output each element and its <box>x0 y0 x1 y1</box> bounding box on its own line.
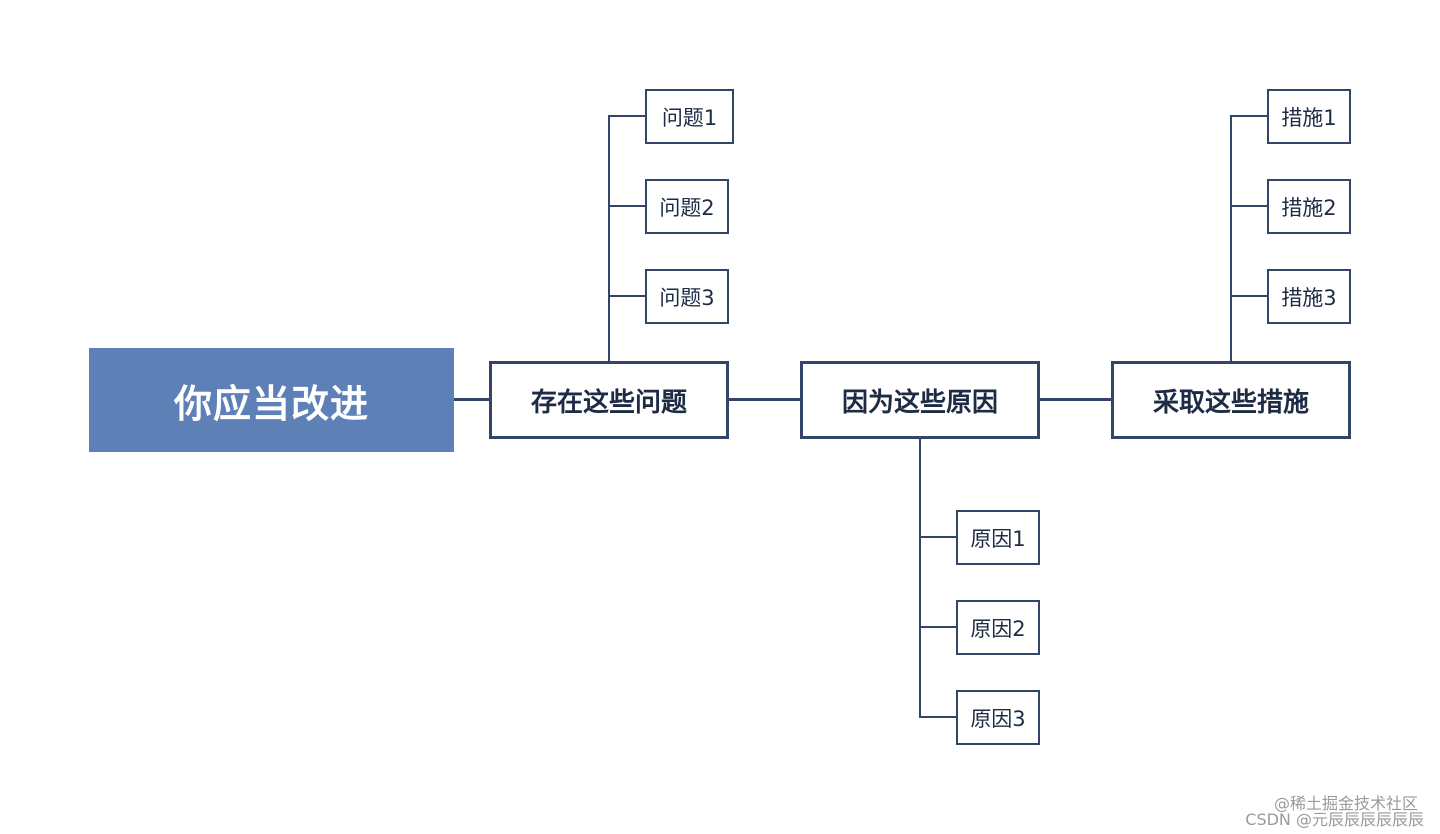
connector-branch3-child2 <box>1230 205 1268 207</box>
connector-branch1-branch2 <box>729 398 801 401</box>
leaf-measure-3[interactable]: 措施3 <box>1267 269 1351 324</box>
branch-causes[interactable]: 因为这些原因 <box>800 361 1040 439</box>
leaf-problem-3[interactable]: 问题3 <box>645 269 729 324</box>
leaf-problem-2[interactable]: 问题2 <box>645 179 729 234</box>
branch-measures[interactable]: 采取这些措施 <box>1111 361 1351 439</box>
connector-branch2-branch3 <box>1040 398 1112 401</box>
connector-branch3-trunk <box>1230 115 1232 361</box>
leaf-cause-3[interactable]: 原因3 <box>956 690 1040 745</box>
leaf-measure-1[interactable]: 措施1 <box>1267 89 1351 144</box>
connector-branch3-child3 <box>1230 295 1268 297</box>
connector-branch1-child3 <box>608 295 646 297</box>
leaf-measure-2[interactable]: 措施2 <box>1267 179 1351 234</box>
connector-branch3-child1 <box>1230 115 1268 117</box>
connector-branch2-child1 <box>919 536 957 538</box>
connector-branch1-child1 <box>608 115 646 117</box>
connector-root-branch1 <box>454 398 490 401</box>
connector-branch2-child3 <box>919 716 957 718</box>
leaf-cause-2[interactable]: 原因2 <box>956 600 1040 655</box>
connector-branch2-child2 <box>919 626 957 628</box>
connector-branch1-child2 <box>608 205 646 207</box>
leaf-problem-1[interactable]: 问题1 <box>645 89 734 144</box>
leaf-cause-1[interactable]: 原因1 <box>956 510 1040 565</box>
root-node[interactable]: 你应当改进 <box>89 348 454 452</box>
connector-branch1-trunk <box>608 115 610 361</box>
branch-problems[interactable]: 存在这些问题 <box>489 361 729 439</box>
watermark-csdn: CSDN @元辰辰辰辰辰辰 <box>1245 810 1424 829</box>
connector-branch2-trunk <box>919 438 921 718</box>
watermark-juejin: @稀土掘金技术社区 <box>1273 794 1418 813</box>
